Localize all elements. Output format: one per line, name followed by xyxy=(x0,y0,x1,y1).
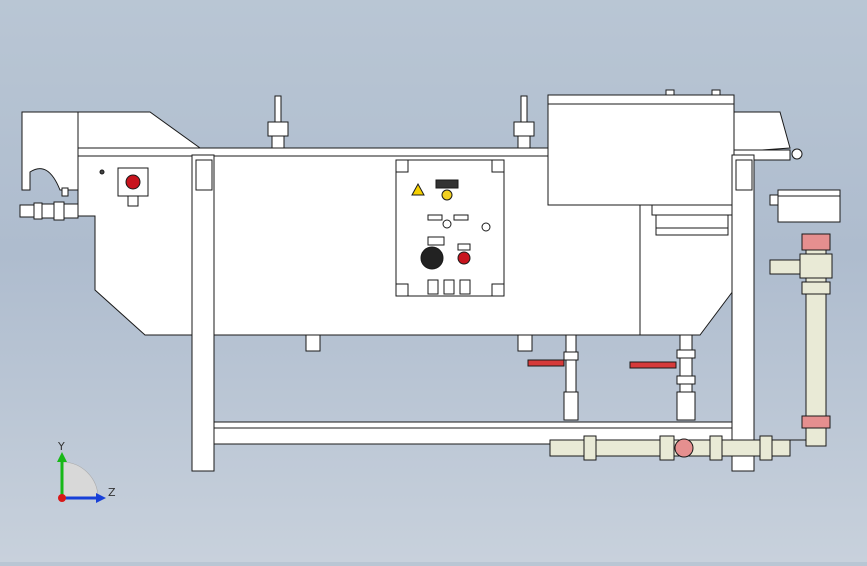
emergency-stop-box[interactable] xyxy=(117,167,149,207)
selector-switch[interactable] xyxy=(442,219,452,229)
nameplate xyxy=(435,179,459,189)
pilot-light xyxy=(481,222,491,232)
drain-pipe-left[interactable] xyxy=(527,334,579,421)
indicator-lamp xyxy=(441,189,453,201)
control-panel[interactable] xyxy=(395,159,505,297)
triad-plane xyxy=(61,461,99,499)
pipe-fitting xyxy=(674,438,694,458)
y-axis-label: Y xyxy=(57,440,65,453)
motor-housing[interactable] xyxy=(547,89,803,206)
cable-gland-1 xyxy=(427,279,439,295)
valve-handle-right[interactable] xyxy=(629,361,677,369)
drive-box[interactable] xyxy=(769,189,841,223)
frame[interactable] xyxy=(191,154,755,472)
screw-icon xyxy=(99,169,105,175)
inlet-head[interactable] xyxy=(21,111,202,197)
warning-sign-icon xyxy=(411,182,425,196)
lifting-bolt-right[interactable] xyxy=(513,95,535,149)
cable-gland-3 xyxy=(459,279,471,295)
selector-label-left xyxy=(427,214,443,221)
emergency-stop-button[interactable] xyxy=(125,174,141,190)
cable-gland-2 xyxy=(443,279,455,295)
tank-foot-right xyxy=(517,334,533,352)
return-pipe[interactable] xyxy=(769,233,833,447)
z-axis-label: Z xyxy=(108,486,116,499)
y-axis-arrow-icon xyxy=(57,452,67,462)
lifting-bolt-left[interactable] xyxy=(267,95,289,149)
stop-pushbutton[interactable] xyxy=(457,251,471,265)
bottom-pipe[interactable] xyxy=(549,419,827,461)
z-axis-arrow-icon xyxy=(96,493,106,503)
tank-foot-left xyxy=(305,334,321,352)
orientation-triad[interactable]: Y Z xyxy=(48,438,118,508)
drain-pipe-right[interactable] xyxy=(629,334,696,421)
tank-extension-right[interactable] xyxy=(639,194,746,336)
valve-handle-left[interactable] xyxy=(527,359,565,367)
label-plate xyxy=(427,236,445,246)
triad-origin xyxy=(58,494,66,502)
main-switch-knob[interactable] xyxy=(420,246,444,270)
selector-label-right xyxy=(453,214,469,221)
stop-label xyxy=(457,243,471,251)
